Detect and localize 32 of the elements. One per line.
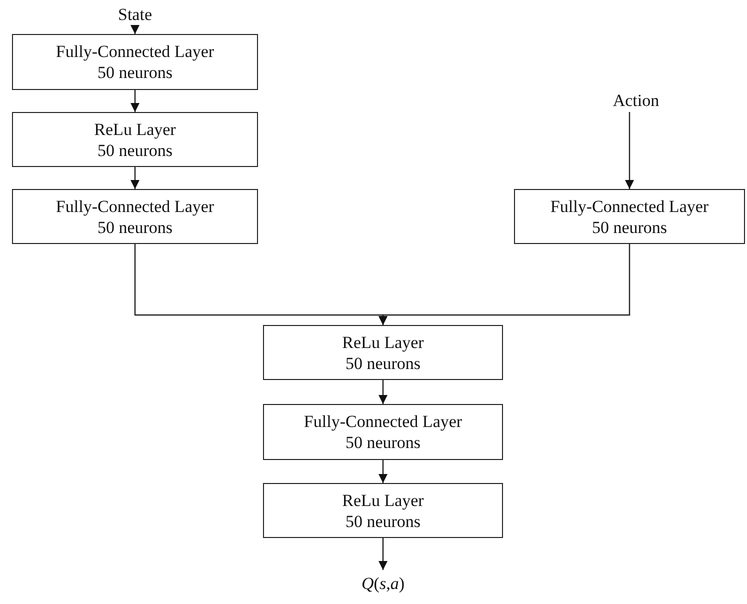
layer-box <box>263 325 503 380</box>
layer-box <box>12 34 258 90</box>
neuron-count: 50 neurons <box>592 216 668 238</box>
io-label: Action <box>612 90 660 110</box>
layer-box <box>263 404 503 460</box>
layer-box <box>12 189 258 244</box>
layer-name: Fully-Connected Layer <box>56 196 214 216</box>
arrow <box>378 460 388 483</box>
arrow <box>378 244 630 325</box>
layer-name: ReLu Layer <box>342 490 424 510</box>
layer-name: Fully-Connected Layer <box>56 41 214 62</box>
layer-box <box>12 112 258 167</box>
arrow <box>130 25 140 34</box>
neuron-count: 50 neurons <box>97 140 173 160</box>
layer-box <box>514 189 745 244</box>
arrow <box>625 112 634 189</box>
arrow <box>378 380 388 404</box>
io-label: Q(s,a) <box>362 572 404 594</box>
layer-name: Fully-Connected Layer <box>304 411 462 432</box>
layer-box <box>263 483 503 538</box>
neuron-count: 50 neurons <box>345 432 421 453</box>
arrow <box>378 538 388 570</box>
io-label: State <box>118 4 152 24</box>
neuron-count: 50 neurons <box>97 62 173 83</box>
neuron-count: 50 neurons <box>345 352 421 374</box>
arrow <box>130 167 140 189</box>
neuron-count: 50 neurons <box>97 216 173 238</box>
layer-name: ReLu Layer <box>94 118 176 140</box>
layer-name: ReLu Layer <box>342 332 424 352</box>
layer-name: Fully-Connected Layer <box>550 196 709 216</box>
arrow <box>130 90 140 112</box>
neuron-count: 50 neurons <box>345 510 421 532</box>
